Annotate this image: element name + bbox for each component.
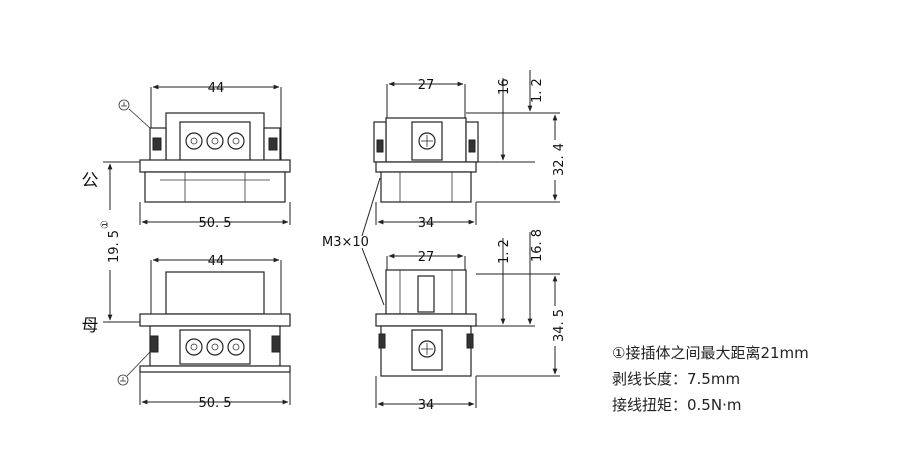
svg-text:①: ① [100, 220, 111, 229]
male-side-view: 27 34 16 1. 2 32. 4 [373, 70, 567, 231]
dim-50-5-top: 50. 5 [198, 216, 231, 231]
dim-44-top: 44 [208, 81, 225, 96]
female-label: 母 [82, 316, 99, 336]
ground-symbol-icon [117, 351, 151, 386]
dim-44-bottom: 44 [208, 254, 225, 269]
female-side-view: 27 34 1. 2 16. 8 34. 5 [375, 229, 567, 413]
dim-1-2-top: 1. 2 [530, 78, 545, 103]
dim-50-5-bottom: 50. 5 [198, 396, 231, 411]
screw-label: M3×10 [322, 235, 369, 250]
dim-1-2-bottom: 1. 2 [497, 239, 512, 264]
dim-34-top: 34 [418, 216, 435, 231]
dim-27-bottom: 27 [418, 250, 435, 265]
dim-19-5: 19. 5 ① [100, 161, 140, 323]
note-strip-length: 剥线长度：7.5mm [612, 370, 741, 388]
dim-16-top: 16 [497, 78, 512, 95]
male-front-view: 44 50. 5 [118, 81, 291, 231]
note-max-distance: ①接插体之间最大距离21mm [612, 344, 809, 362]
dim-34-bottom: 34 [418, 398, 435, 413]
svg-text:19. 5: 19. 5 [107, 230, 122, 263]
ground-symbol-icon [118, 99, 151, 129]
male-label: 公 [82, 171, 99, 191]
screw-callout: M3×10 [322, 177, 385, 306]
dim-34-5: 34. 5 [552, 309, 567, 342]
female-front-view: 44 50. 5 [117, 254, 291, 411]
dim-32-4: 32. 4 [552, 143, 567, 176]
dim-27-top: 27 [418, 78, 435, 93]
dim-16-8: 16. 8 [530, 229, 545, 262]
note-torque: 接线扭矩：0.5N·m [612, 396, 742, 414]
